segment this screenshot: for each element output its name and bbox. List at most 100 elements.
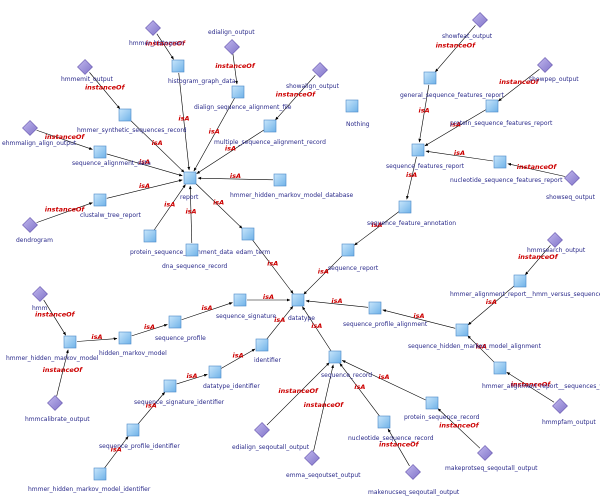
node-sequence-signature-identifier[interactable]: sequence_signature_identifier <box>134 379 225 406</box>
node-sequence-profile[interactable]: sequence_profile <box>155 315 206 342</box>
node-hmmer-histogram[interactable]: hmmer_histogram <box>129 20 184 48</box>
node-hmmpfam-output[interactable]: hmmpfam_output <box>542 398 596 427</box>
instance-diamond-icon[interactable] <box>224 39 240 55</box>
instance-diamond-icon[interactable] <box>32 286 48 302</box>
class-square-icon[interactable] <box>273 173 287 187</box>
node-hmm[interactable]: hmm <box>32 286 48 313</box>
class-square-icon[interactable] <box>398 200 412 214</box>
class-square-icon[interactable] <box>233 293 247 307</box>
class-square-icon[interactable] <box>126 423 140 437</box>
node-protein-sequence-alignment-data[interactable]: protein_sequence_alignment_data <box>130 229 233 256</box>
class-square-icon[interactable] <box>377 415 391 429</box>
class-square-icon[interactable] <box>231 85 245 99</box>
class-square-icon[interactable] <box>241 227 255 241</box>
class-square-icon[interactable] <box>93 193 107 207</box>
node-hmmer-synthetic-sequences-record[interactable]: hmmer_synthetic_sequences_record <box>77 108 187 134</box>
class-square-icon[interactable] <box>143 229 157 243</box>
node-hmmer-alignment-report-hmm-vs-seq[interactable]: hmmer_alignment_report__hmm_versus_seque… <box>450 274 600 298</box>
class-square-icon[interactable] <box>208 365 222 379</box>
node-sequence-profile-alignment[interactable]: sequence_profile_alignment <box>343 301 428 328</box>
node-protein-sequence-features-report[interactable]: protein_sequence_features_report <box>450 99 553 127</box>
class-square-icon[interactable] <box>118 331 132 345</box>
instance-diamond-icon[interactable] <box>405 464 421 480</box>
class-square-icon[interactable] <box>291 293 305 307</box>
node-makeprotseq-seqoutall-output[interactable]: makeprotseq_seqoutall_output <box>445 445 538 473</box>
node-report[interactable]: report <box>180 171 199 201</box>
node-sequence-feature-annotation[interactable]: sequence_feature_annotation <box>367 200 456 227</box>
class-square-icon[interactable] <box>328 350 342 364</box>
node-dendrogram[interactable]: dendrogram <box>16 217 53 245</box>
node-edialign-output[interactable]: edialign_output <box>208 29 255 55</box>
node-datatype-identifier[interactable]: datatype_identifier <box>203 365 260 390</box>
class-square-icon[interactable] <box>93 145 107 159</box>
class-square-icon[interactable] <box>118 108 132 122</box>
instance-diamond-icon[interactable] <box>47 395 63 411</box>
node-identifier[interactable]: identifier <box>254 338 281 364</box>
instance-diamond-icon[interactable] <box>312 62 328 78</box>
class-square-icon[interactable] <box>485 99 499 113</box>
node-hmmemit-output[interactable]: hmmemit_output <box>61 59 113 84</box>
class-square-icon[interactable] <box>93 467 107 481</box>
class-square-icon[interactable] <box>168 315 182 329</box>
node-emma-seqoutset-output[interactable]: emma_seqoutset_output <box>286 450 361 480</box>
class-square-icon[interactable] <box>183 171 197 185</box>
class-square-icon[interactable] <box>63 335 77 349</box>
node-showalign-output[interactable]: showalign_output <box>286 62 340 91</box>
node-showfeat-output[interactable]: showfeat_output <box>442 12 493 41</box>
node-makenucseq-seqoutall-output[interactable]: makenucseq_seqoutall_output <box>368 464 460 497</box>
node-sequence-record[interactable]: sequence_record <box>321 350 372 379</box>
instance-diamond-icon[interactable] <box>477 445 493 461</box>
node-clustalw-tree-report[interactable]: clustalw_tree_report <box>80 193 142 219</box>
node-dna-sequence-record[interactable]: dna_sequence_record <box>162 243 228 270</box>
node-hmmer-alignment-report-seq-vs-hmms[interactable]: hmmer_alignment_report__sequences_versus… <box>482 361 600 390</box>
class-square-icon[interactable] <box>455 323 469 337</box>
class-square-icon[interactable] <box>345 99 359 113</box>
node-hmmsearch-output[interactable]: hmmsearch_output <box>527 232 586 255</box>
class-square-icon[interactable] <box>425 396 439 410</box>
node-dialign-sequence-alignment-file[interactable]: dialign_sequence_alignment_file <box>194 85 292 111</box>
node-sequence-report[interactable]: sequence_report <box>328 243 379 272</box>
class-square-icon[interactable] <box>368 301 382 315</box>
instance-diamond-icon[interactable] <box>254 422 270 438</box>
node-histogram-graph-data[interactable]: histogram_graph_data <box>168 59 236 85</box>
instance-diamond-icon[interactable] <box>22 217 38 233</box>
node-sequence-profile-identifier[interactable]: sequence_profile_identifier <box>99 423 180 450</box>
node-multiple-sequence-alignment-record[interactable]: multiple_sequence_alignment_record <box>214 119 326 146</box>
instance-diamond-icon[interactable] <box>472 12 488 28</box>
node-sequence-alignment-data[interactable]: sequence_alignment_data <box>72 145 151 167</box>
class-square-icon[interactable] <box>493 155 507 169</box>
node-showseq-output[interactable]: showseq_output <box>546 170 596 202</box>
node-showpep-output[interactable]: showpep_output <box>529 57 579 84</box>
class-square-icon[interactable] <box>341 243 355 257</box>
class-square-icon[interactable] <box>411 143 425 157</box>
node-nucleotide-sequence-record[interactable]: nucleotide_sequence_record <box>348 415 434 442</box>
instance-diamond-icon[interactable] <box>77 59 93 75</box>
node-edialign-seqoutall-output[interactable]: edialign_seqoutall_output <box>232 422 310 452</box>
class-square-icon[interactable] <box>163 379 177 393</box>
node-sequence-features-report[interactable]: sequence_features_report <box>386 143 465 170</box>
class-square-icon[interactable] <box>185 243 199 257</box>
instance-diamond-icon[interactable] <box>547 232 563 248</box>
class-square-icon[interactable] <box>171 59 185 73</box>
instance-diamond-icon[interactable] <box>564 170 580 186</box>
instance-diamond-icon[interactable] <box>22 120 38 136</box>
node-hidden-markov-model[interactable]: hidden_markov_model <box>99 331 167 357</box>
node-datatype[interactable]: datatype <box>288 293 315 322</box>
node-edam-term[interactable]: edam_term <box>236 227 270 256</box>
node-nucleotide-sequence-features-report[interactable]: nucleotide_sequence_features_report <box>450 155 563 184</box>
node-nothing[interactable]: Nothing <box>345 99 370 128</box>
instance-diamond-icon[interactable] <box>537 57 553 73</box>
instance-diamond-icon[interactable] <box>552 398 568 414</box>
node-sequence-hidden-markov-model-alignment[interactable]: sequence_hidden_markov_model_alignment <box>408 323 542 350</box>
node-hmmcalibrate-output[interactable]: hmmcalibrate_output <box>25 395 90 424</box>
instance-diamond-icon[interactable] <box>304 450 320 466</box>
class-square-icon[interactable] <box>513 274 527 288</box>
node-general-sequence-features-report[interactable]: general_sequence_features_report <box>400 71 504 99</box>
instance-diamond-icon[interactable] <box>145 20 161 36</box>
class-square-icon[interactable] <box>255 338 269 352</box>
node-protein-sequence-record[interactable]: protein_sequence_record <box>404 396 480 421</box>
node-hmmer-hidden-markov-model[interactable]: hmmer_hidden_markov_model <box>6 335 99 362</box>
node-ehmmalign-align-output[interactable]: ehmmalign_align_output <box>2 120 77 148</box>
node-hmmer-hidden-markov-model-database[interactable]: hmmer_hidden_markov_model_database <box>230 173 354 199</box>
class-square-icon[interactable] <box>423 71 437 85</box>
